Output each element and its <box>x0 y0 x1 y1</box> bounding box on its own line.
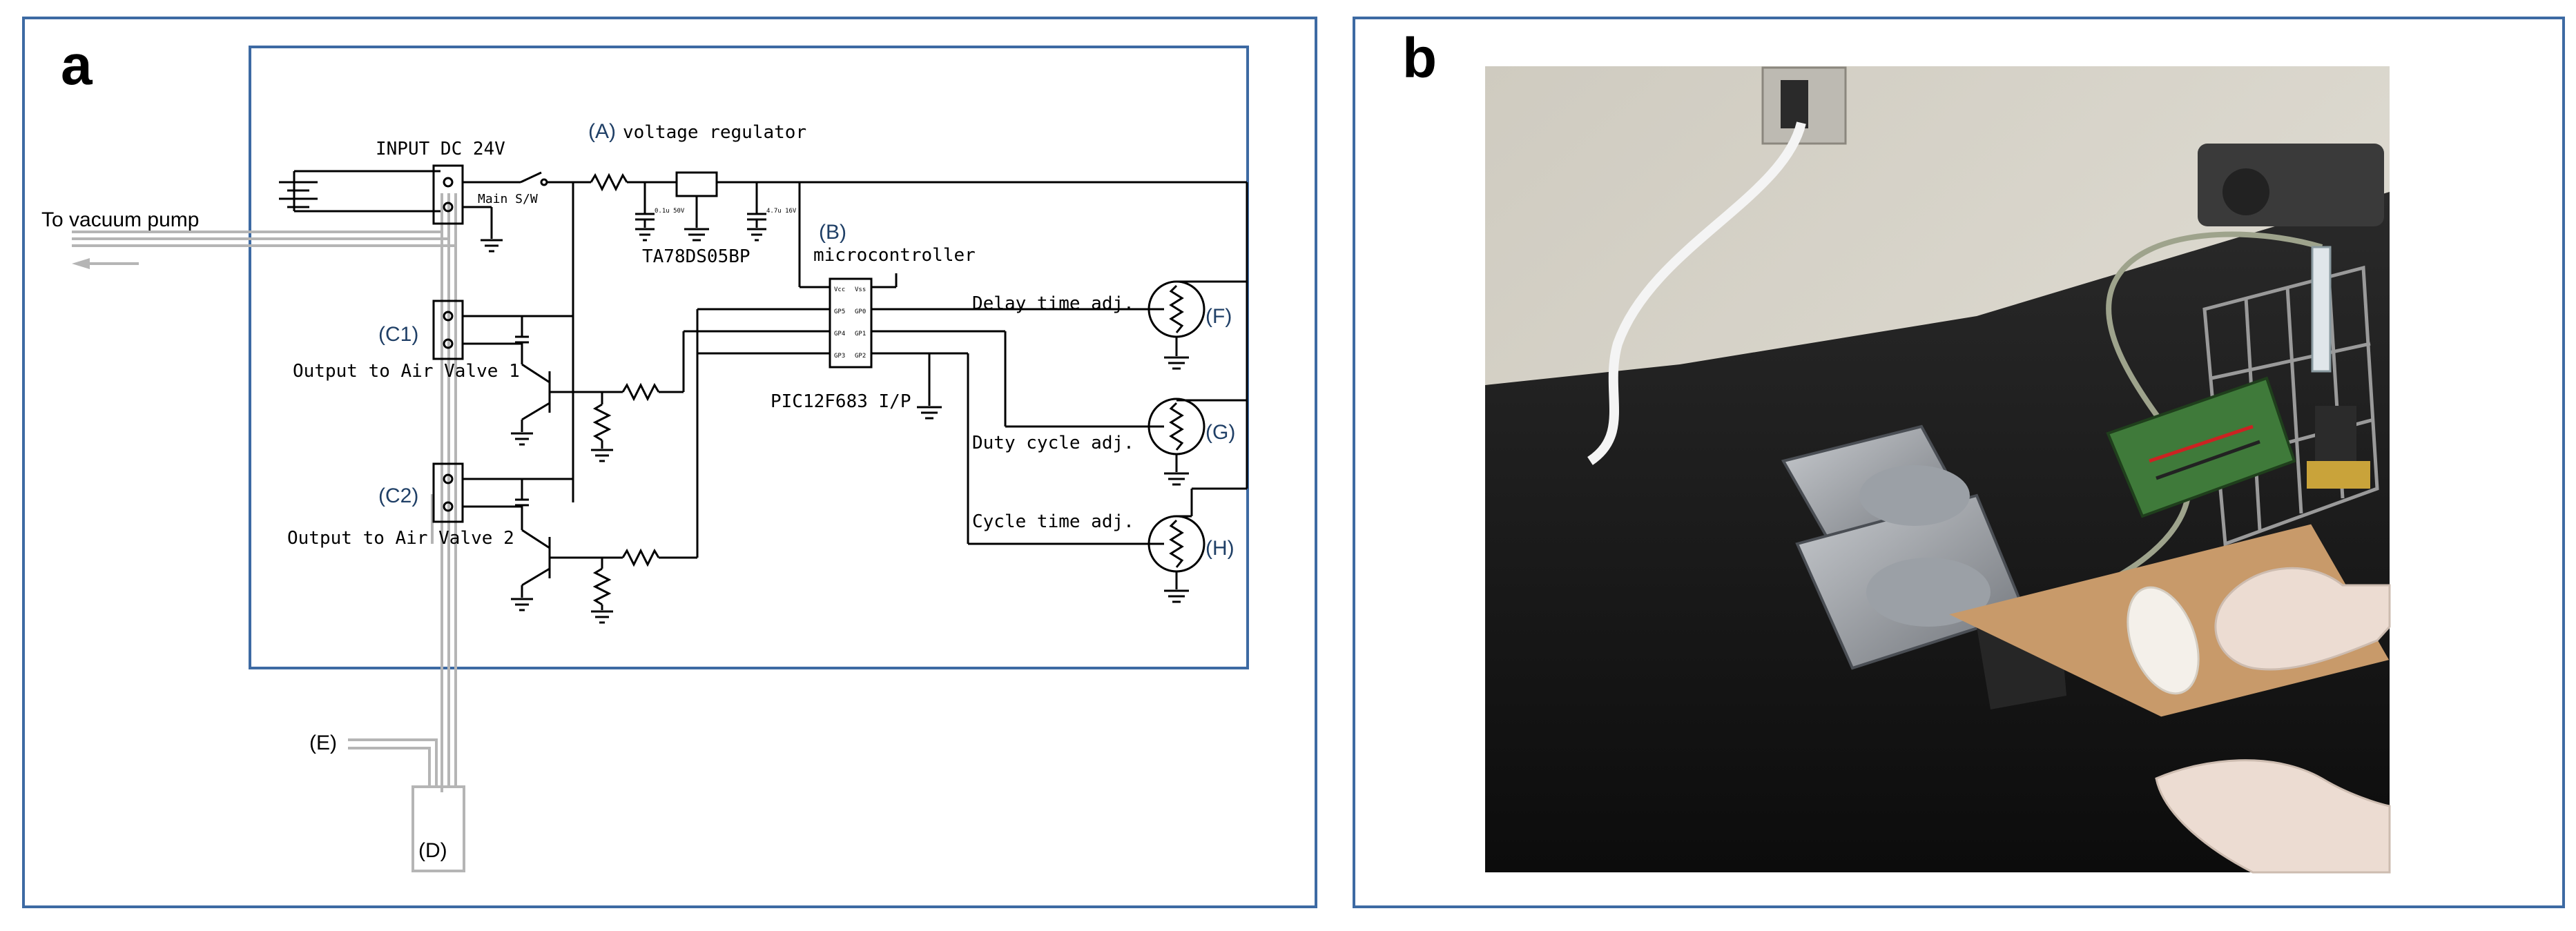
power-cable <box>1587 121 1806 465</box>
delay-time-label: Delay time adj. <box>972 293 1134 314</box>
input-voltage-label: INPUT DC 24V <box>376 139 505 159</box>
circuit-board <box>2106 376 2296 518</box>
vacuum-pump <box>1781 424 2066 709</box>
c2-label: Output to Air Valve 2 <box>287 528 514 549</box>
c2-tag: (C2) <box>378 484 418 507</box>
cycle-time-label: Cycle time adj. <box>972 511 1134 532</box>
pin-label: GP5 <box>834 308 845 315</box>
gloved-hand-upper <box>2214 567 2391 671</box>
regulator-label: voltage regulator <box>623 122 806 143</box>
mcu-label: microcontroller <box>813 245 976 266</box>
circuit-wires <box>279 164 1248 624</box>
panel-b-photo: b <box>1353 17 2565 908</box>
regulator-part-label: TA78DS05BP <box>642 246 750 267</box>
f-tag: (F) <box>1205 305 1232 328</box>
pin-label: GP0 <box>855 308 866 315</box>
pin-label: GP4 <box>834 331 845 337</box>
lab-setup-photo <box>1485 66 2391 874</box>
air-tube <box>2100 231 2323 588</box>
circuit-schematic: To vacuum pump INPUT DC 24V Main S/W (A)… <box>41 46 1249 872</box>
panel-a-circuit-diagram: a <box>22 17 1317 908</box>
main-switch-label: Main S/W <box>478 192 538 206</box>
cap1-label: 0.1u 50V <box>655 208 685 215</box>
syringe-tube <box>2311 246 2332 373</box>
pin-label: GP3 <box>834 353 845 360</box>
solenoid-valve <box>2315 406 2356 461</box>
airflow-arrow <box>72 258 90 269</box>
pin-label: GP2 <box>855 353 866 360</box>
mcu-part-label: PIC12F683 I/P <box>771 391 911 412</box>
pin-label: Vcc <box>834 286 845 293</box>
pin-label: GP1 <box>855 331 866 337</box>
cap2-label: 4.7u 16V <box>766 208 797 215</box>
mcu-tag: (B) <box>819 221 846 244</box>
d-tag: (D) <box>418 839 447 862</box>
c1-label: Output to Air Valve 1 <box>293 361 520 382</box>
panel-b-label: b <box>1402 27 1437 90</box>
e-tag: (E) <box>309 732 337 754</box>
h-tag: (H) <box>1205 537 1234 560</box>
gloved-hand-lower <box>2155 759 2391 874</box>
regulator-tag: (A) <box>588 120 616 143</box>
panel-a-label: a <box>61 34 93 97</box>
duty-cycle-label: Duty cycle adj. <box>972 433 1134 453</box>
g-tag: (G) <box>1205 421 1235 444</box>
mouse <box>2127 586 2200 695</box>
c1-tag: (C1) <box>378 323 418 346</box>
vacuum-pump-label: To vacuum pump <box>41 208 199 231</box>
pin-label: Vss <box>855 286 866 293</box>
